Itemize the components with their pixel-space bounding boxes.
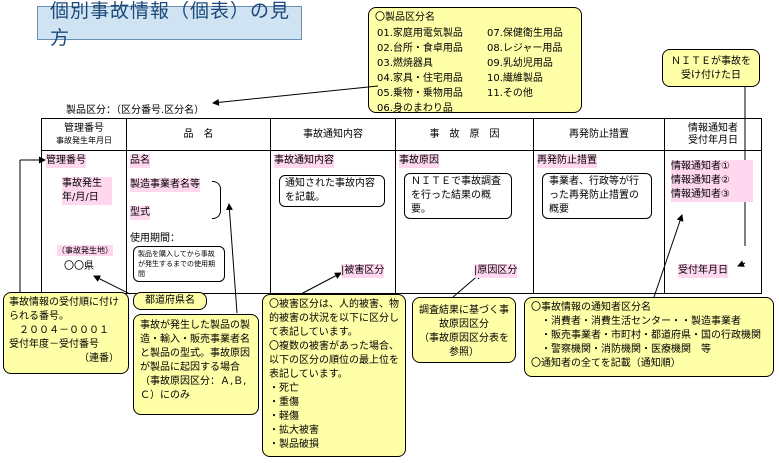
category-heading: 〇製品区分名 xyxy=(375,12,435,23)
header-notice: 事故通知内容 xyxy=(270,118,396,151)
nite-receipt-note: ＮＩＴＥが事故を受け付けた日 xyxy=(662,49,760,87)
accident-date: 事故発生 年/月/日 xyxy=(62,177,112,205)
prevent-title: 再発防止措置 xyxy=(537,154,597,168)
maker-model-brace xyxy=(212,181,221,219)
damage-item: ・拡大被害 xyxy=(269,425,319,436)
model-name: 型式 xyxy=(130,206,150,220)
category-item: 02.台所・食卓用品 xyxy=(377,43,463,54)
informant-item: 情報通知者① xyxy=(671,161,730,172)
prefecture-note: 都道府県名 xyxy=(133,292,207,310)
header-informant-label: 情報通知者 xyxy=(688,122,738,134)
category-item: 09.乳幼児用品 xyxy=(487,58,553,69)
category-item: 05.乗物・乗物用品 xyxy=(377,88,463,99)
damage-item: ・軽傷 xyxy=(269,411,299,422)
header-mgmt-label: 管理番号 xyxy=(64,122,104,134)
informant-item: 情報通知者② xyxy=(671,175,730,186)
header-informant-sub: 受付年月日 xyxy=(688,134,738,146)
header-prevent: 再発防止措置 xyxy=(533,118,665,151)
damage-item: ・重傷 xyxy=(269,397,299,408)
notice-text: 通知された事故内容を記載。 xyxy=(279,175,385,207)
informant-class-note: 〇事故情報の通知者区分名 ・消費者・消費生活センター・・製造事業者 ・販売事業者… xyxy=(524,297,774,377)
sample-table: 管理番号 事故発生年月日 品 名 事故通知内容 事 故 原 因 再発防止措置 情… xyxy=(41,118,762,294)
product-maker-note: 事故が発生した製品の製造・輸入・販売事業者名と製品の型式。事故原因が製品に起因す… xyxy=(133,314,259,415)
cell-product: 品名 製造事業者名等 型式 使用期間： 製品を購入してから事故が発生するまでの使… xyxy=(126,150,271,294)
cell-cause: 事故原因 ＮＩＴＥで事故調査を行った結果の概要。 |原因区分 xyxy=(395,150,534,294)
product-name: 品名 xyxy=(130,154,150,168)
cell-mgmt: 管理番号 事故発生 年/月/日 （事故発生地） 〇〇県 xyxy=(41,150,127,294)
cell-prevent: 再発防止措置 事業者、行政等が行った再発防止措置の概要 xyxy=(533,150,665,294)
cause-text: ＮＩＴＥで事故調査を行った結果の概要。 xyxy=(404,173,512,219)
damage-class-note: 〇被害区分は、人的被害、物的被害の状況を以下に区分して表記しています。 〇複数の… xyxy=(262,294,406,457)
accident-location-tag: （事故発生地） xyxy=(57,245,113,256)
category-item: 10.繊維製品 xyxy=(487,73,543,84)
arrow-category xyxy=(212,85,379,106)
cause-class-label: 原因区分 xyxy=(477,265,518,276)
informant-item: 情報通知者③ xyxy=(671,189,730,200)
header-informant: 情報通知者 受付年月日 xyxy=(664,118,762,151)
page-title: 個別事故情報（個表）の見方 xyxy=(37,0,302,49)
serial-example: ２００４－０００１ xyxy=(19,325,109,336)
cell-notice: 事故通知内容 通知された事故内容を記載。 |被害区分 xyxy=(270,150,396,294)
damage-list: ・死亡 ・重傷 ・軽傷 ・拡大被害 ・製品破損 xyxy=(269,382,399,452)
serial-format: 受付年度－受付番号 xyxy=(9,339,99,350)
damage-class-label: 被害区分 xyxy=(344,265,385,276)
informant-note-line: ・警察機関・消防機関・医療機関 等 xyxy=(541,344,711,355)
cause-title: 事故原因 xyxy=(399,154,439,168)
category-item: 01.家庭用電気製品 xyxy=(377,28,463,39)
damage-intro-2: 〇複数の被害があった場合、以下の区分の順位の最上位を表記しています。 xyxy=(269,341,399,380)
prevent-text: 事業者、行政等が行った再発防止措置の概要 xyxy=(542,173,652,219)
informant-note-line: ・販売事業者・市町村・都道府県・国の行政機関 xyxy=(541,330,761,341)
header-cause: 事 故 原 因 xyxy=(395,118,534,151)
period-label: 使用期間： xyxy=(130,233,180,244)
category-list-box: 〇製品区分名 01.家庭用電気製品 02.台所・食卓用品 03.燃焼器具 04.… xyxy=(368,7,582,116)
mgmt-number: 管理番号 xyxy=(46,154,86,168)
product-category-label: 製品区分：（区分番号.区分名） xyxy=(66,105,205,116)
category-item: 07.保健衛生用品 xyxy=(487,28,563,39)
informant-note-line: ・消費者・消費生活センター・・製造事業者 xyxy=(541,316,741,327)
damage-item: ・製品破損 xyxy=(269,439,319,450)
serial-note-text: 事故情報の受付順に付けられる番号。 xyxy=(9,297,119,322)
damage-class: |被害区分 xyxy=(341,264,385,278)
header-product: 品 名 xyxy=(126,118,271,151)
category-item: 04.家具・住宅用品 xyxy=(377,73,463,84)
cause-class: |原因区分 xyxy=(474,264,518,278)
cell-informant: 情報通知者① 情報通知者② 情報通知者③ 受付年月日 xyxy=(664,150,762,294)
informant-note-all: 〇通知者の全てを記載（通知順） xyxy=(531,358,681,369)
header-mgmt-sub: 事故発生年月日 xyxy=(56,135,112,145)
category-left-list: 01.家庭用電気製品 02.台所・食卓用品 03.燃焼器具 04.家具・住宅用品… xyxy=(377,26,463,116)
serial-suffix: （連番） xyxy=(79,353,119,364)
category-item: 06.身のまわり品 xyxy=(377,103,453,114)
category-right-list: 07.保健衛生用品 08.レジャー用品 09.乳幼児用品 10.繊維製品 11.… xyxy=(487,26,563,101)
category-item: 08.レジャー用品 xyxy=(487,43,563,54)
serial-number-note: 事故情報の受付順に付けられる番号。 ２００４－０００１ 受付年度－受付番号 （連… xyxy=(3,292,129,374)
informant-list: 情報通知者① 情報通知者② 情報通知者③ xyxy=(671,160,753,202)
receipt-date: 受付年月日 xyxy=(678,264,728,278)
informant-note-title: 〇事故情報の通知者区分名 xyxy=(531,302,651,313)
period-text: 製品を購入してから事故が発生するまでの使用期間 xyxy=(133,246,225,282)
notice-title: 事故通知内容 xyxy=(274,154,334,168)
damage-item: ・死亡 xyxy=(269,383,299,394)
damage-intro: 〇被害区分は、人的被害、物的被害の状況を以下に区分して表記しています。 xyxy=(269,299,399,338)
header-mgmt: 管理番号 事故発生年月日 xyxy=(41,118,127,151)
category-item: 11.その他 xyxy=(487,88,533,99)
prefecture-value: 〇〇県 xyxy=(64,261,94,272)
cause-class-note: 調査結果に基づく事故原因区分 （事故原因区分表を参照） xyxy=(412,297,516,363)
maker-name: 製造事業者名等 xyxy=(130,178,200,192)
category-item: 03.燃焼器具 xyxy=(377,58,433,69)
